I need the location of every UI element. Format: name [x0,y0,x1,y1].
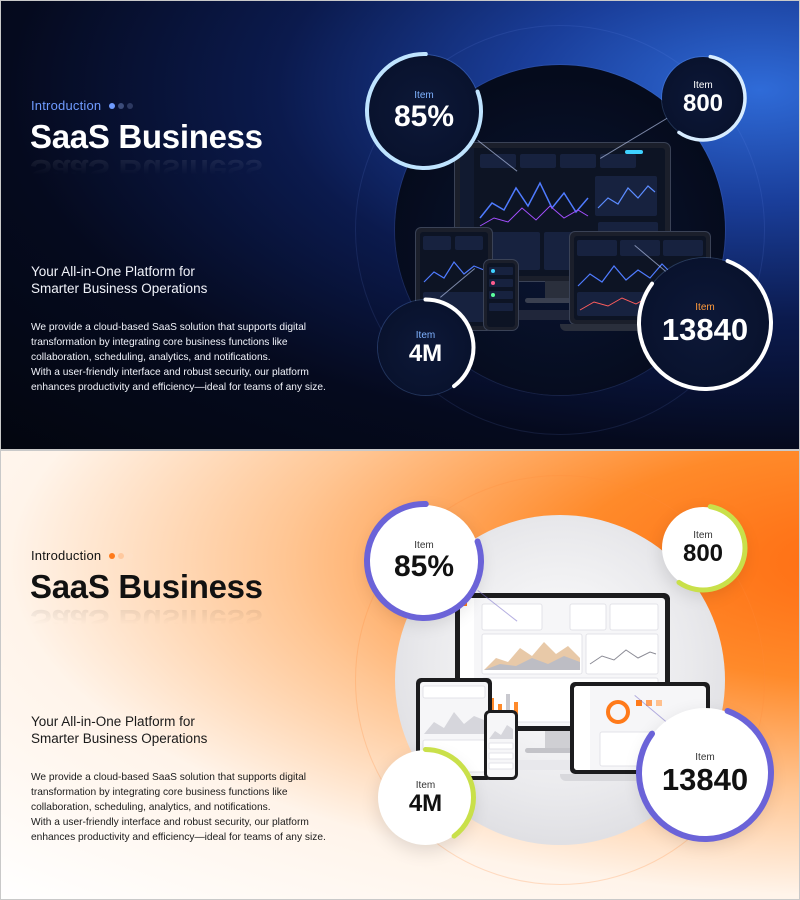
phone [484,260,518,330]
intro-label: Introduction [31,548,102,563]
title-reflection: SaaS Business [30,153,263,190]
description: We provide a cloud-based SaaS solution t… [31,320,351,395]
progress-ring [637,255,773,391]
description-line: collaboration, scheduling, analytics, an… [31,352,271,363]
stat-circle-800: Item 800 [658,503,748,593]
intro-row: Introduction [31,548,134,563]
stat-circle-85: Item 85% [364,501,484,621]
description-line: enhances productivity and efficiency—ide… [31,382,326,393]
progress-ring [364,501,484,621]
stat-label: Item [693,80,713,91]
monitor-base [525,298,595,303]
stat-value: 85% [393,550,455,583]
orbit-ring [355,475,765,885]
subtitle-line: Smarter Business Operations [31,281,208,296]
intro-row: Introduction [31,98,134,113]
progress-ring [658,503,748,593]
stat-label: Item [415,329,436,341]
progress-ring [659,54,747,142]
stat-circle-13840: Item 13840 [637,255,773,391]
device-mockups [400,130,720,360]
phone-screen [487,713,515,777]
slide-light: Introduction SaaS Business SaaS Business… [0,450,800,900]
stat-label: Item [695,301,715,313]
dashboard-screen [460,598,665,726]
description: We provide a cloud-based SaaS solution t… [31,770,351,845]
progress-ring [375,297,476,398]
subtitle: Your All-in-One Platform for Smarter Bus… [31,263,291,297]
title-reflection: SaaS Business [30,603,263,640]
dot [127,102,134,109]
stat-circle-85: Item 85% [365,52,483,170]
orbit-ring [355,25,765,435]
dot [118,102,125,109]
description-line: We provide a cloud-based SaaS solution t… [31,772,307,783]
phone-graphic [489,267,513,311]
stat-value: 13840 [661,311,749,347]
progress-ring [365,52,483,170]
stat-label: Item [415,779,436,791]
phone-graphic [488,725,514,770]
stat-label: Item [414,540,434,551]
stat-label: Item [695,751,715,763]
page-title: SaaS Business [30,118,263,155]
subtitle-line: Smarter Business Operations [31,731,208,746]
stat-value: 800 [682,90,724,117]
stat-circle-4m: Item 4M [375,297,476,398]
stat-value: 4M [408,789,443,817]
stat-value: 800 [682,540,724,567]
keyboard [505,760,600,770]
stat-value: 4M [408,339,443,367]
description-line: enhances productivity and efficiency—ide… [31,832,326,843]
progress-ring [636,704,774,842]
stat-circle-13840: Item 13840 [636,704,774,842]
description-line: With a user-friendly interface and robus… [31,817,309,828]
monitor-stand [545,281,575,301]
slide-dark: Introduction SaaS Business SaaS Business… [0,0,800,450]
description-line: We provide a cloud-based SaaS solution t… [31,322,307,333]
dot [127,552,134,559]
description-line: transformation by integrating core busin… [31,337,288,348]
subtitle: Your All-in-One Platform for Smarter Bus… [31,713,291,747]
subtitle-line: Your All-in-One Platform for [31,264,195,279]
stat-value: 13840 [661,761,749,797]
description-line: transformation by integrating core busin… [31,787,288,798]
intro-label: Introduction [31,98,102,113]
phone-screen [487,263,515,327]
pagination-dots [109,552,134,559]
subtitle-line: Your All-in-One Platform for [31,714,195,729]
keyboard [505,310,600,320]
monitor-stand [545,731,575,751]
stat-value: 85% [393,100,455,133]
phone [484,710,518,780]
stat-circle-4m: Item 4M [375,747,476,848]
stat-label: Item [414,90,434,101]
monitor-base [525,748,595,753]
dot-active [109,552,116,559]
dot [118,552,125,559]
description-line: With a user-friendly interface and robus… [31,367,309,378]
page-title: SaaS Business [30,568,263,605]
dot-active [109,102,116,109]
progress-ring [375,747,476,848]
description-line: collaboration, scheduling, analytics, an… [31,802,271,813]
pagination-dots [109,102,134,109]
stat-circle-800: Item 800 [659,54,747,142]
desktop-monitor [455,593,670,731]
stat-label: Item [693,530,713,541]
